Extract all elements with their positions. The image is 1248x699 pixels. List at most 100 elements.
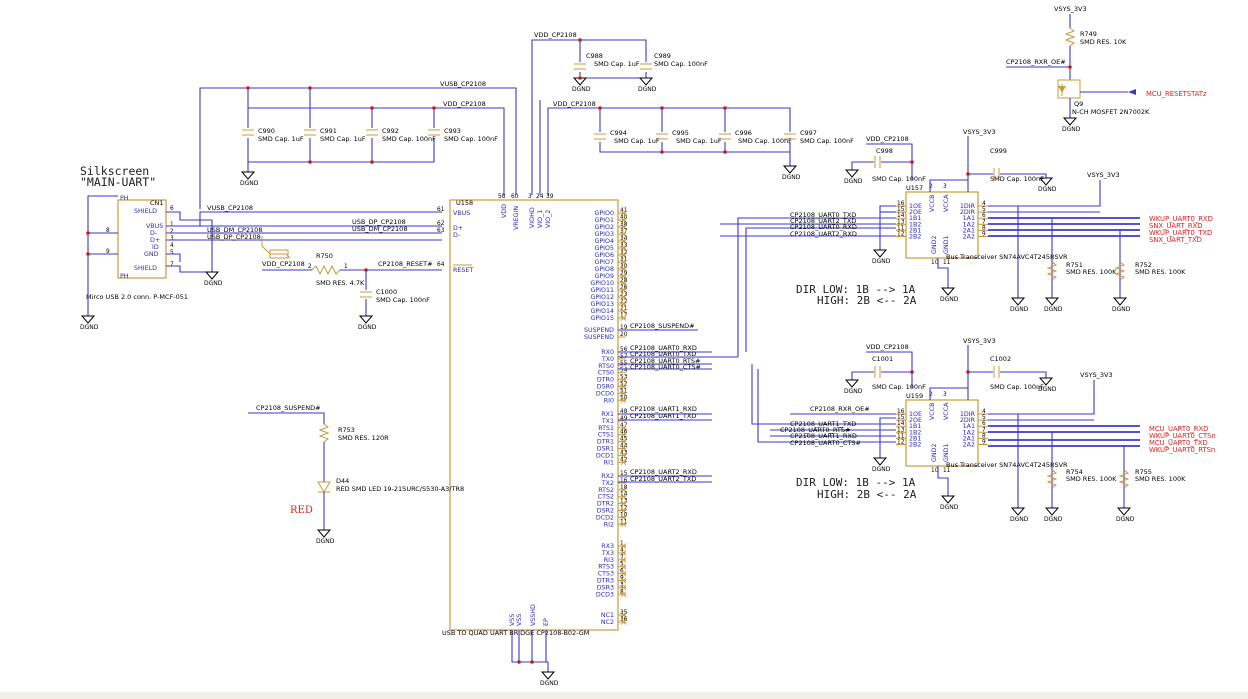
u158-pin-name: DTR3 bbox=[597, 578, 614, 585]
q9-desc: N-CH MOSFET 2N7002K bbox=[1072, 108, 1150, 116]
net-label-suspend-right: CP2108_SUSPEND# bbox=[630, 322, 695, 330]
svg-text:24: 24 bbox=[536, 194, 544, 200]
u159-pin-num: 15 bbox=[897, 415, 905, 421]
u158-pin-num: 41 bbox=[620, 208, 628, 214]
net-label-vdd-3: VDD_CP2108 bbox=[553, 100, 596, 108]
res-r755-ref: R755 bbox=[1135, 468, 1152, 476]
u158-pin-name: CTS3 bbox=[598, 571, 614, 578]
ground-icon bbox=[358, 315, 374, 324]
u159-pin-num: 13 bbox=[897, 427, 905, 433]
u159-pin-name: GND2 bbox=[931, 444, 938, 462]
u159-pin-name: 1B2 bbox=[909, 429, 921, 436]
u158-pin-name: GPIO9 bbox=[595, 273, 615, 280]
cap-c992-ref: C992 bbox=[382, 127, 399, 135]
ground-icon bbox=[1116, 507, 1132, 516]
u159-desc: Bus Transceiver SN74AVC4T245RSVR bbox=[946, 461, 1068, 469]
net-label-usb-dm-right: USB_DM_CP2108 bbox=[352, 225, 407, 233]
u158-body bbox=[449, 199, 619, 631]
u157-pin-num: 6 bbox=[982, 213, 986, 219]
silkscreen-title: Silkscreen bbox=[80, 164, 149, 178]
cn1-body bbox=[117, 199, 167, 279]
svg-text:VREGIN: VREGIN bbox=[513, 206, 520, 230]
u157-net-vsys-right: VSYS_3V3 bbox=[1087, 171, 1120, 179]
u157-pin-name: 1A2 bbox=[963, 221, 975, 228]
ground-label: DGND bbox=[1062, 126, 1081, 133]
u159-pin-num: 11 bbox=[943, 468, 951, 474]
svg-text:VIO_2: VIO_2 bbox=[545, 210, 552, 228]
ground-label: DGND bbox=[1116, 516, 1135, 523]
u157-pin-num: 11 bbox=[897, 225, 905, 231]
u159-pin-name: 2A1 bbox=[963, 435, 975, 442]
u158-pin-num: 53 bbox=[620, 375, 628, 381]
svg-text:VSS: VSS bbox=[516, 614, 523, 626]
u158-pin-num: 38 bbox=[620, 222, 628, 228]
out-wkup-uart0-rxd: WKUP_UART0_RXD bbox=[1149, 215, 1213, 223]
u159-pin-name: 2A2 bbox=[963, 442, 975, 449]
u158-pin-num: 13 bbox=[620, 499, 628, 505]
u159-pin-num: 10 bbox=[931, 468, 939, 474]
u158-pin-num: 18 bbox=[620, 485, 628, 491]
u157-pin-num: 12 bbox=[897, 232, 905, 238]
ground-label: DGND bbox=[844, 388, 863, 395]
res-r750-desc: SMD RES. 4.7K bbox=[316, 279, 365, 287]
cn1-shield-top: SHIELD bbox=[134, 208, 157, 215]
u158-pin-num: 22 bbox=[620, 299, 628, 305]
ground-label: DGND bbox=[872, 466, 891, 473]
net-label-vdd-4: VDD_CP2108 bbox=[262, 260, 305, 268]
net-label-uart1-rxd: CP2108_UART1_RXD bbox=[630, 405, 697, 413]
ground-icon bbox=[1044, 507, 1060, 516]
cap-c991-ref: C991 bbox=[320, 127, 337, 135]
u159-pin-num: 3 bbox=[943, 392, 947, 398]
u157-pin-name: VCCA bbox=[943, 194, 950, 212]
u157-pin-name: 2B2 bbox=[909, 234, 921, 241]
static-layer: VUSB_CP2108 VDD_CP2108 VDD_CP2108 VDD_CP… bbox=[80, 5, 1216, 687]
u158-pin-name: DCD2 bbox=[596, 514, 614, 521]
u158-pin-name: TX3 bbox=[601, 550, 614, 557]
svg-text:VDD: VDD bbox=[501, 204, 508, 218]
cn1-pin-dm: D- bbox=[150, 230, 157, 237]
net-label-uart0-txd: CP2108_UART0_TXD bbox=[630, 350, 696, 358]
u157-pin-num: 9 bbox=[982, 232, 986, 238]
u158-pin-name: GPIO7 bbox=[595, 259, 615, 266]
net-label-uart2-rxd: CP2108_UART2_RXD bbox=[630, 468, 697, 476]
cn1-pn-8: 8 bbox=[106, 228, 110, 234]
u158-pin-name: CTS1 bbox=[598, 432, 614, 439]
u157-pin-num: 11 bbox=[943, 260, 951, 266]
ground-icon bbox=[782, 165, 798, 174]
u158-pin-name: RX1 bbox=[601, 411, 614, 418]
u157-desc: Bus Transceiver SN74AVC4T245RSVR bbox=[946, 253, 1068, 261]
u157-pin-name: GND1 bbox=[943, 236, 950, 254]
svg-text:62: 62 bbox=[437, 221, 445, 227]
ground-label: DGND bbox=[80, 324, 99, 331]
ground-label: DGND bbox=[940, 504, 959, 511]
cap-c996-desc: SMD Cap. 100nF bbox=[738, 137, 792, 145]
ground-label: DGND bbox=[1038, 186, 1057, 193]
ground-label: DGND bbox=[316, 538, 335, 545]
u157-pin-num: 2 bbox=[929, 184, 933, 190]
led-net-suspend: CP2108_SUSPEND# bbox=[256, 404, 321, 412]
silkscreen-name: "MAIN-UART" bbox=[80, 175, 156, 189]
u159-pin-name: 2OE bbox=[909, 417, 922, 424]
u157-pin-num: 14 bbox=[897, 213, 905, 219]
ground-icon bbox=[1038, 177, 1054, 186]
u157-net-vdd: VDD_CP2108 bbox=[866, 135, 909, 143]
u157-pin-num: 3 bbox=[943, 184, 947, 190]
u158-pin-num: 43 bbox=[620, 450, 628, 456]
ground-icon bbox=[940, 287, 956, 296]
cap-c995-ref: C995 bbox=[672, 129, 689, 137]
u157-pin-num: 4 bbox=[982, 201, 986, 207]
cn1-ph-bottom: PH bbox=[120, 273, 129, 280]
u159-pin-name: VCCB bbox=[929, 403, 936, 420]
net-label-usb-dp-right: USB_DP_CP2108 bbox=[352, 218, 406, 226]
u159-pin-num: 2 bbox=[929, 392, 933, 398]
u158-pin-num: 31 bbox=[620, 257, 628, 263]
cap-c1001-ref: C1001 bbox=[872, 355, 893, 363]
cn1-pn-5: 5 bbox=[170, 250, 174, 256]
u158-pin-num: 14 bbox=[620, 492, 628, 498]
u158-pin-num: 44 bbox=[620, 444, 628, 450]
u157-net-uart0-txd: CP2108_UART0_TXD bbox=[790, 211, 856, 219]
u159-pin-name: 2B1 bbox=[909, 435, 921, 442]
ground-label: DGND bbox=[1112, 306, 1131, 313]
